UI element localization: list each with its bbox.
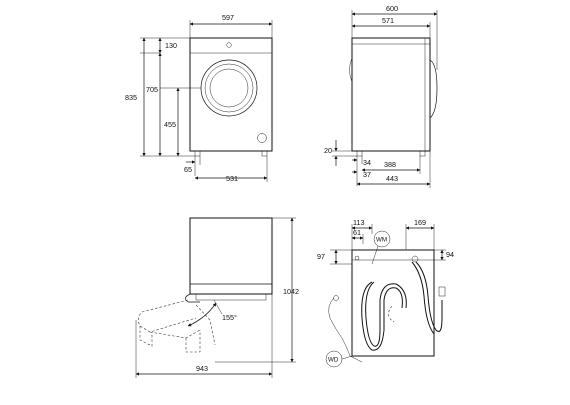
front-cabinet [189, 37, 273, 152]
rear-dim-94-label: 94 [446, 250, 454, 259]
door-height-label: 1042 [283, 287, 299, 296]
door-open-view: 155° 1042 943 [135, 217, 299, 378]
side-overall-depth-label: 600 [386, 4, 398, 13]
side-foot-height-label: 20 [324, 146, 332, 155]
side-foot-span-label: 388 [384, 160, 396, 169]
open-door-outline [138, 299, 197, 333]
side-foot-rear [356, 150, 363, 157]
door-width-label: 943 [196, 364, 208, 373]
power-cable [328, 297, 363, 363]
front-door-top-label: 705 [146, 85, 158, 94]
rear-dim-113-label: 113 [353, 218, 364, 227]
side-cabinet [351, 37, 431, 152]
top-view-cabinet [189, 217, 273, 295]
front-door-glass [209, 68, 249, 108]
drain-hose [361, 281, 403, 351]
inlet-hose [415, 261, 443, 332]
front-width-label: 597 [222, 13, 234, 22]
front-foot-right [261, 150, 268, 157]
rear-cabinet [351, 249, 435, 357]
hose-connector-icon [438, 286, 446, 297]
rear-dim-61-label: 61 [353, 228, 361, 237]
side-view: 600 571 20 34 37 388 443 [324, 4, 438, 188]
side-body-depth-label: 571 [382, 16, 394, 25]
front-top-panel-label: 130 [165, 41, 177, 50]
side-foot-front-label: 34 [363, 158, 371, 167]
wm-label: WM [376, 237, 387, 244]
detergent-drawer-knob-icon [226, 42, 232, 48]
front-foot-left [194, 150, 201, 157]
side-foot-front [419, 150, 426, 157]
front-view: 597 835 130 705 455 65 531 [125, 13, 273, 183]
front-total-height-label: 835 [125, 93, 137, 102]
front-door-center-label: 455 [164, 120, 176, 129]
power-inlet-icon [411, 255, 419, 263]
power-plug-icon [333, 295, 339, 301]
water-inlet-icon [354, 255, 360, 261]
front-foot-offset-label: 65 [184, 165, 192, 174]
rear-dim-169-label: 169 [414, 218, 426, 227]
door-angle-label: 155° [222, 313, 237, 322]
front-foot-span-label: 531 [226, 174, 238, 183]
front-door-inner [204, 63, 254, 113]
wd-label: WD [328, 357, 339, 364]
filter-cover-icon [257, 133, 267, 143]
side-foot-rear-label: 37 [363, 170, 371, 179]
rear-view: WM WD 113 61 169 94 97 [317, 218, 454, 368]
wm-callout [373, 230, 391, 248]
rear-dim-97-label: 97 [317, 252, 325, 261]
side-door-profile [429, 59, 438, 119]
side-depth-to-feet-label: 443 [386, 174, 398, 183]
